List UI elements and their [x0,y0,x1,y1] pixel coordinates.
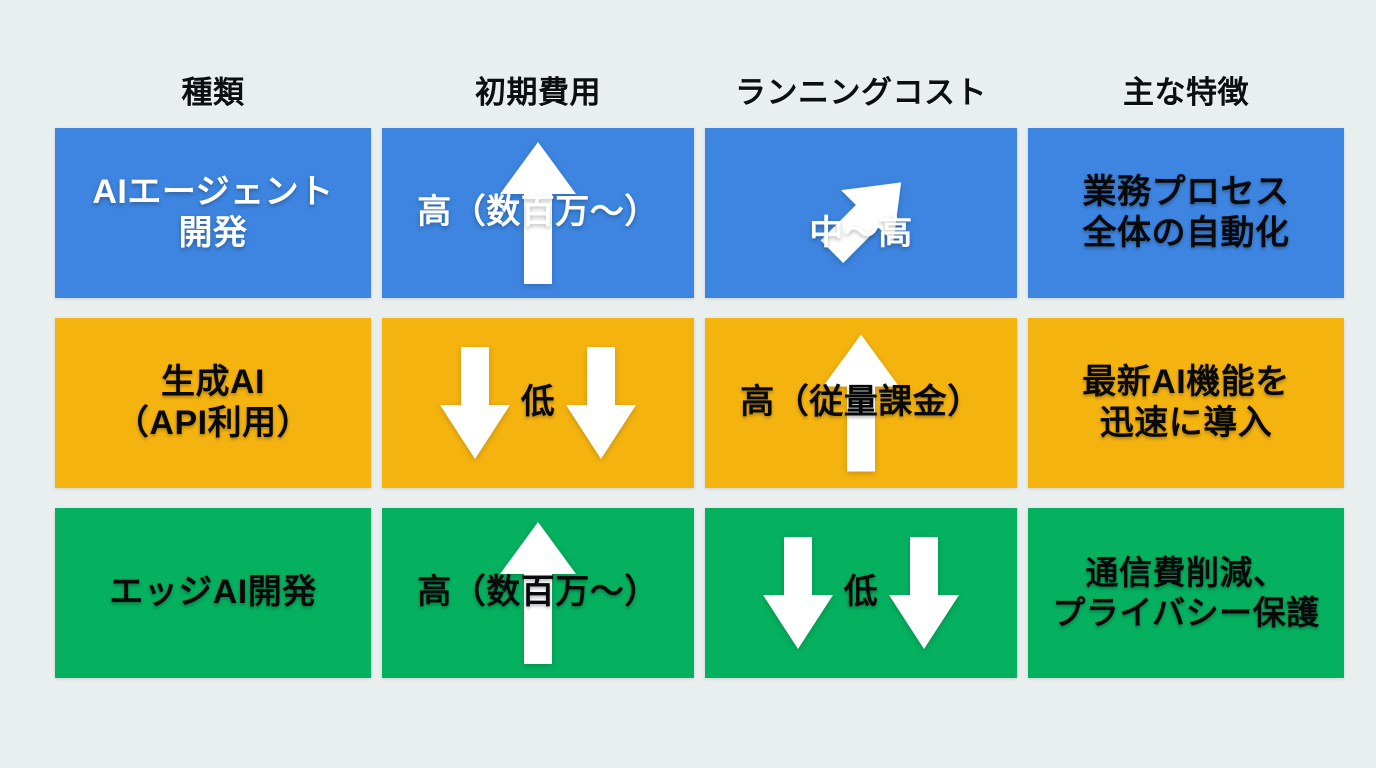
cell-label: エッジAI開発 [109,573,317,612]
cell-feature-edge-ai[interactable]: 通信費削減、 プライバシー保護 [1028,508,1344,678]
cell-label: 高（数百万〜） [417,573,659,612]
cell-initial-cost-edge-ai[interactable]: 高（数百万〜） [382,508,694,678]
cell-running-cost-generative-ai[interactable]: 高（従量課金） [705,318,1017,488]
cell-label: 業務プロセス 全体の自動化 [1082,172,1290,252]
cell-label: 低 [843,573,879,612]
cell-type-edge-ai[interactable]: エッジAI開発 [55,508,371,678]
table-header-row: 種類 初期費用 ランニングコスト 主な特徴 [55,50,1322,128]
arrow-down-icon [564,343,638,463]
cell-initial-cost-generative-ai[interactable]: 低 [382,318,694,488]
arrow-down-icon [761,533,835,653]
column-header-main-feature: 主な特徴 [1123,74,1249,110]
cell-label: 高（数百万〜） [417,193,659,232]
cell-type-ai-agent[interactable]: AIエージェント 開発 [55,128,371,298]
cell-running-cost-ai-agent[interactable]: 中〜高 [705,128,1017,298]
cell-feature-ai-agent[interactable]: 業務プロセス 全体の自動化 [1028,128,1344,298]
cell-running-cost-edge-ai[interactable]: 低 [705,508,1017,678]
comparison-table: 種類 初期費用 ランニングコスト 主な特徴 AIエージェント 開発 高（数百万〜… [55,50,1344,678]
column-header-type: 種類 [181,74,245,110]
column-header-initial-cost: 初期費用 [475,74,601,110]
cell-label: 生成AI （API利用） [114,362,312,442]
cell-label: 中〜高 [809,214,913,253]
cell-label: 通信費削減、 プライバシー保護 [1052,553,1320,631]
arrow-down-icon [887,533,961,653]
table-row: 生成AI （API利用） 低 高（従量課金） [55,318,1344,488]
cell-label: 最新AI機能を 迅速に導入 [1082,362,1290,442]
arrow-down-icon [438,343,512,463]
cell-label: 低 [520,383,556,422]
cell-initial-cost-ai-agent[interactable]: 高（数百万〜） [382,128,694,298]
cell-feature-generative-ai[interactable]: 最新AI機能を 迅速に導入 [1028,318,1344,488]
table-row: AIエージェント 開発 高（数百万〜） 中〜高 業務プロセス 全体の自動化 [55,128,1344,298]
table-row: エッジAI開発 高（数百万〜） 低 通信 [55,508,1344,678]
cell-label: AIエージェント 開発 [92,172,334,252]
cell-type-generative-ai[interactable]: 生成AI （API利用） [55,318,371,488]
cell-label: 高（従量課金） [740,383,982,422]
column-header-running-cost: ランニングコスト [735,74,987,110]
